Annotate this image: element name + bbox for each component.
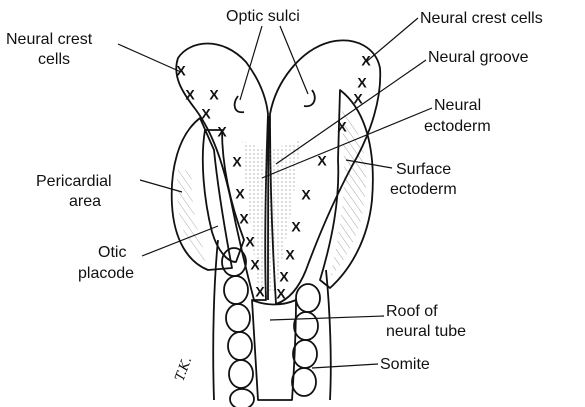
optic-sulcus-left xyxy=(235,96,244,112)
neural-crest-mark: X xyxy=(217,124,227,140)
neural-crest-mark: X xyxy=(357,75,367,91)
neural-crest-mark: X xyxy=(245,234,255,250)
left-column-outline xyxy=(213,240,218,400)
label-neural-crest-right: Neural crest cells xyxy=(420,10,543,27)
neural-crest-mark: X xyxy=(291,219,301,235)
neural-crest-mark: X xyxy=(301,187,311,203)
left-somites xyxy=(222,248,254,407)
somite xyxy=(224,276,248,304)
label-otic-line2: placode xyxy=(78,265,134,282)
leader-neural-crest-left xyxy=(118,44,181,72)
right-somites xyxy=(292,284,320,396)
label-neural-ectoderm-line1: Neural xyxy=(434,97,481,114)
neural-crest-mark: X xyxy=(201,106,211,122)
neural-crest-mark: X xyxy=(209,87,219,103)
neural-crest-mark: X xyxy=(250,257,260,273)
somite xyxy=(292,368,316,396)
label-somite: Somite xyxy=(380,356,430,373)
leader-optic-sulci-left xyxy=(240,26,262,100)
neural-crest-mark: X xyxy=(255,284,265,300)
right-column-outline xyxy=(326,270,331,400)
optic-sulcus-right xyxy=(304,90,315,106)
neural-crest-mark: X xyxy=(285,247,295,263)
somite xyxy=(229,360,253,388)
label-optic-sulci: Optic sulci xyxy=(226,8,300,25)
label-otic-line1: Otic xyxy=(98,244,126,261)
neural-crest-mark: X xyxy=(361,53,371,69)
label-surface-ectoderm-line2: ectoderm xyxy=(390,181,457,198)
somite xyxy=(226,304,250,332)
embryo-illustration: X X X X X X X X X X X X X X X X X X X X … xyxy=(172,40,381,407)
label-roof-line1: Roof of xyxy=(386,303,438,320)
somite xyxy=(230,389,254,407)
leader-otic-placode xyxy=(142,226,218,256)
neural-crest-mark: X xyxy=(232,154,242,170)
somite xyxy=(294,312,318,340)
label-neural-ectoderm-line2: ectoderm xyxy=(424,118,491,135)
label-pericardial-line2: area xyxy=(69,193,101,210)
label-surface-ectoderm-line1: Surface xyxy=(396,161,451,178)
leader-pericardial-area xyxy=(140,180,182,192)
leader-neural-crest-right xyxy=(366,18,418,62)
neural-crest-mark: X xyxy=(276,286,286,302)
neural-crest-mark: X xyxy=(235,186,245,202)
label-neural-crest-left-line1: Neural crest xyxy=(6,31,93,48)
leader-optic-sulci-right xyxy=(280,26,308,94)
neural-crest-mark: X xyxy=(185,87,195,103)
neural-crest-mark: X xyxy=(279,269,289,285)
label-neural-crest-left-line2: cells xyxy=(38,51,70,68)
label-roof-line2: neural tube xyxy=(386,323,466,340)
label-neural-groove: Neural groove xyxy=(428,49,529,66)
neural-tube-roof xyxy=(252,300,296,400)
somite xyxy=(228,332,252,360)
neural-groove-line xyxy=(268,116,269,300)
leader-roof-neural-tube xyxy=(270,316,384,320)
surface-ectoderm-right-hatch xyxy=(330,110,366,278)
artist-signature: T.K. xyxy=(173,355,196,383)
label-pericardial-line1: Pericardial xyxy=(36,173,112,190)
leader-somite xyxy=(312,364,378,368)
somite xyxy=(293,340,317,368)
neural-crest-mark: X xyxy=(239,211,249,227)
somite xyxy=(296,284,320,312)
